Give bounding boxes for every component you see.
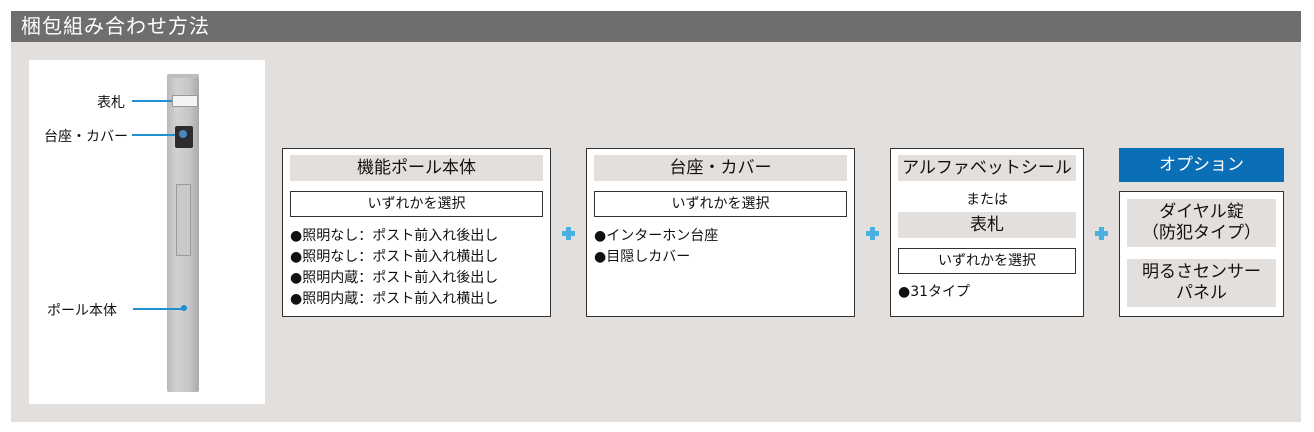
or-label: または — [966, 192, 1008, 208]
nameplate-option-1: ●31タイプ — [898, 284, 971, 300]
option-header: オプション — [1119, 148, 1284, 182]
plus-icon — [866, 227, 879, 240]
callout-base-cover-label: 台座・カバー — [44, 129, 128, 145]
nameplate-select: いずれかを選択 — [898, 248, 1076, 274]
nameplate-title: 表札 — [898, 212, 1076, 238]
base-cover-option-2: ●目隠しカバー — [594, 249, 691, 265]
mail-slot-image — [176, 184, 191, 256]
dial-lock-line2: （防犯タイプ） — [1142, 223, 1261, 243]
base-cover-select: いずれかを選択 — [594, 191, 847, 217]
pole-marker — [181, 305, 187, 311]
plus-icon — [562, 227, 575, 240]
light-sensor-line1: 明るさセンサー — [1142, 262, 1261, 282]
base-cover-option-1: ●インターホン台座 — [594, 228, 719, 244]
dial-lock-option: ダイヤル錠 （防犯タイプ） — [1127, 199, 1276, 247]
pole-body-option-2: ●照明なし：ポスト前入れ横出し — [290, 249, 499, 265]
dial-lock-line1: ダイヤル錠 — [1159, 202, 1244, 222]
light-sensor-option: 明るさセンサー パネル — [1127, 259, 1276, 307]
pole-body-option-3: ●照明内蔵：ポスト前入れ後出し — [290, 270, 499, 286]
light-sensor-line2: パネル — [1176, 283, 1227, 303]
callout-pole-body-label: ポール本体 — [47, 303, 117, 319]
product-photo — [29, 60, 265, 404]
alphabet-seal-title: アルファベットシール — [898, 155, 1076, 181]
callout-pole-body-line — [133, 308, 183, 310]
nameplate-image — [172, 95, 198, 107]
pole-body-select: いずれかを選択 — [290, 191, 543, 217]
section-title: 梱包組み合わせ方法 — [11, 11, 1301, 42]
pole-body-option-1: ●照明なし：ポスト前入れ後出し — [290, 228, 499, 244]
callout-base-cover-line — [132, 134, 175, 136]
pole-body-option-4: ●照明内蔵：ポスト前入れ横出し — [290, 291, 499, 307]
callout-nameplate-line — [132, 100, 172, 102]
callout-nameplate-label: 表札 — [97, 95, 125, 111]
intercom-lens — [179, 130, 187, 138]
pole-body-title: 機能ポール本体 — [290, 155, 543, 181]
plus-icon — [1095, 227, 1108, 240]
base-cover-title: 台座・カバー — [594, 155, 847, 181]
